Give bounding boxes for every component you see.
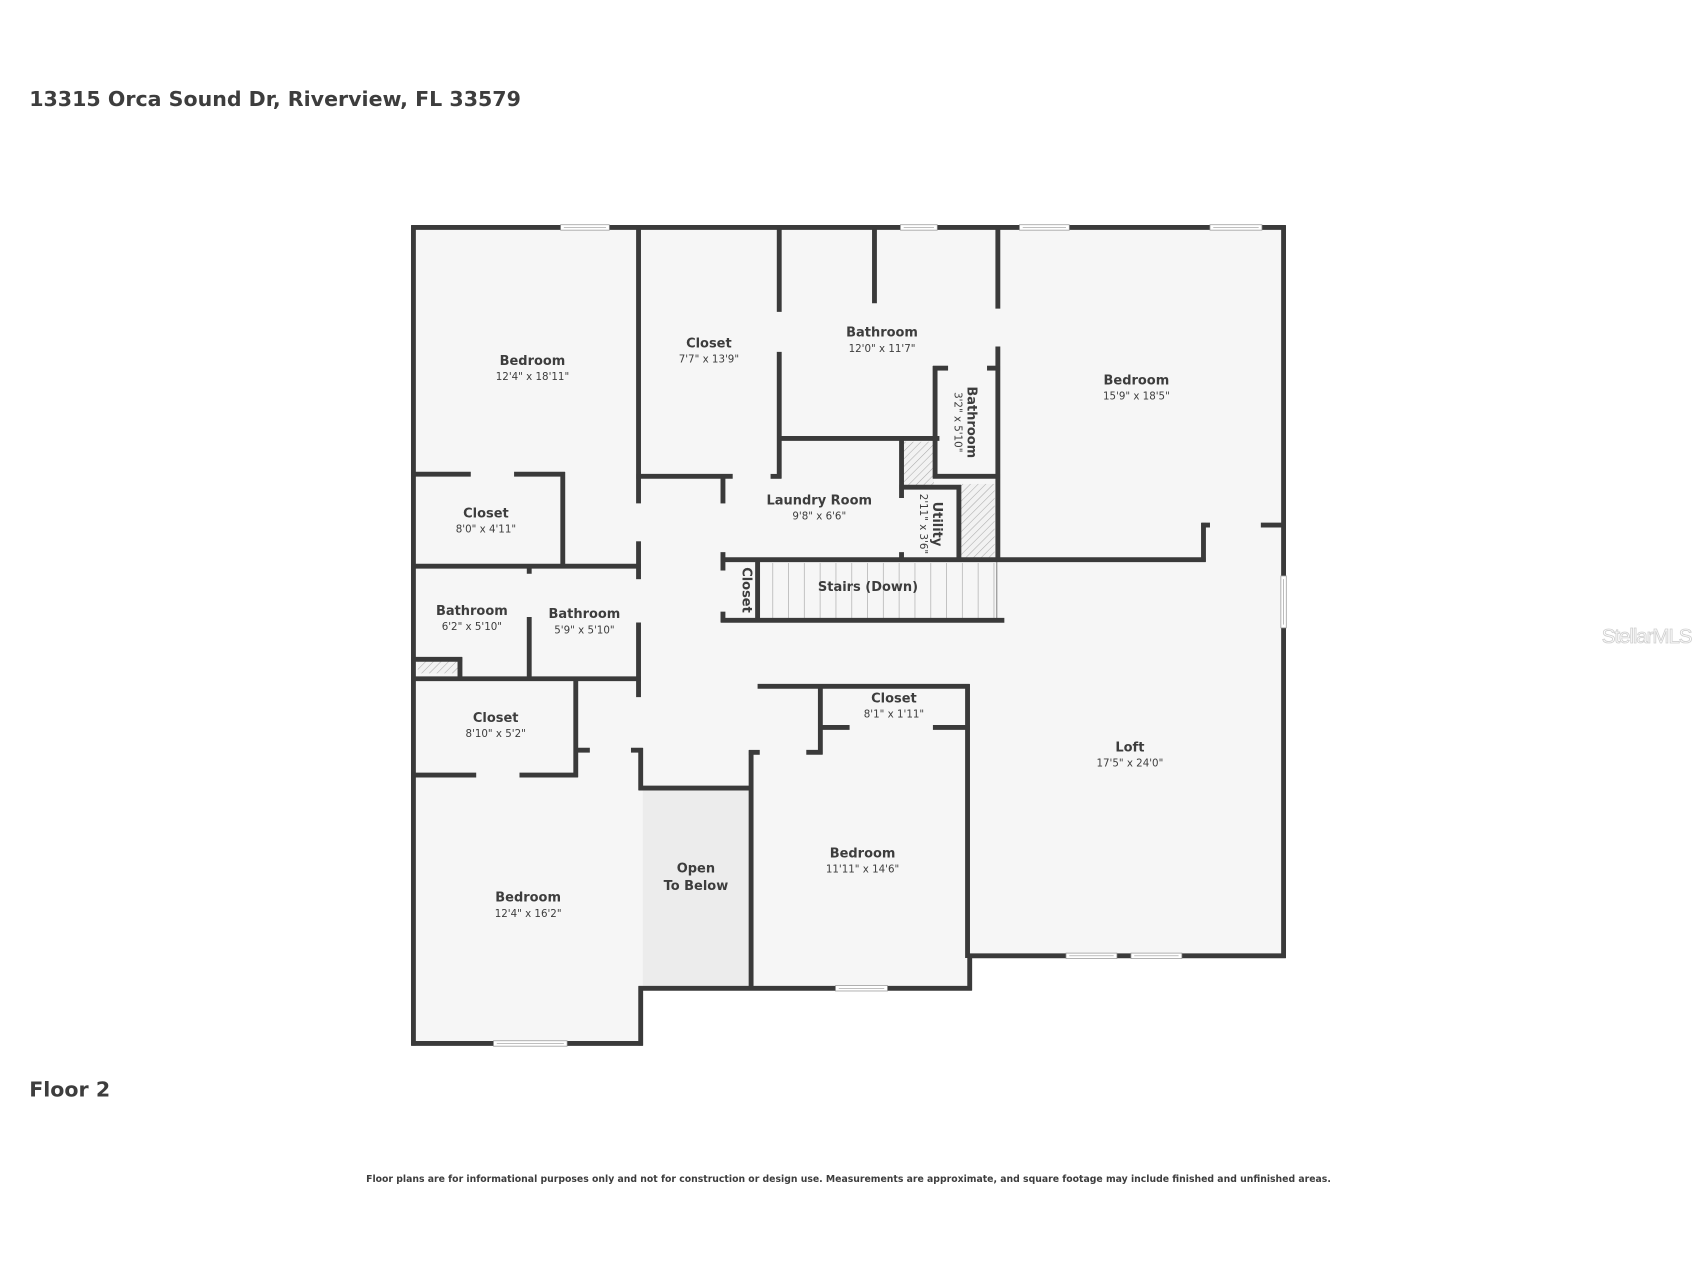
room-label: Closet 8'1" x 1'11" — [864, 692, 924, 721]
window — [1209, 224, 1263, 231]
watermark-logo: StellarMLS — [1602, 625, 1692, 648]
room-label: Loft 17'5" x 24'0" — [1096, 740, 1163, 769]
room-name: Bathroom — [549, 607, 621, 622]
room-label: Laundry Room 9'8" x 6'6" — [767, 494, 872, 523]
window — [900, 224, 938, 231]
address-title: 13315 Orca Sound Dr, Riverview, FL 33579 — [29, 87, 521, 111]
room-label: Bedroom 15'9" x 18'5" — [1103, 373, 1170, 402]
room-name: Bedroom — [500, 354, 566, 369]
floor-label: Floor 2 — [29, 1078, 110, 1102]
room-name: Bathroom — [964, 386, 979, 458]
room-name: Closet — [738, 567, 753, 613]
room-label: Bathroom 6'2" x 5'10" — [436, 604, 508, 633]
room-dimensions: 9'8" x 6'6" — [792, 511, 846, 523]
room-label: Closet — [738, 567, 753, 613]
room-label: Closet 8'0" x 4'11" — [456, 506, 516, 535]
room-label: Open To Below — [664, 861, 729, 893]
room-name: Stairs (Down) — [818, 580, 918, 595]
window — [1065, 952, 1118, 959]
room-name: Bedroom — [1104, 373, 1170, 388]
open-to-below-area — [642, 790, 752, 989]
room-name: Bedroom — [495, 891, 561, 906]
hatched-area — [903, 441, 934, 486]
disclaimer: Floor plans are for informational purpos… — [366, 1174, 1331, 1185]
room-dimensions: 12'4" x 16'2" — [495, 908, 562, 920]
room-dimensions: 12'0" x 11'7" — [849, 343, 916, 355]
floor-area — [413, 227, 1284, 1044]
window — [560, 224, 610, 231]
room-label: Bedroom 12'4" x 16'2" — [495, 891, 562, 920]
room-name: Bathroom — [436, 604, 508, 619]
room-dimensions: 8'10" x 5'2" — [466, 728, 526, 740]
room-name: Utility — [929, 502, 944, 547]
window — [1130, 952, 1183, 959]
room-name: Closet — [871, 692, 917, 707]
window — [1019, 224, 1070, 231]
room-dimensions: 12'4" x 18'11" — [496, 371, 569, 383]
room-name: Loft — [1115, 740, 1144, 755]
room-dimensions: 3'2" x 5'10" — [952, 392, 964, 452]
room-name: Closet — [473, 711, 519, 726]
room-dimensions: 11'11" x 14'6" — [826, 863, 899, 875]
hatched-area — [958, 483, 995, 558]
room-label: Bathroom 12'0" x 11'7" — [846, 326, 918, 355]
room-label: Closet 8'10" x 5'2" — [466, 711, 526, 740]
window — [835, 985, 888, 992]
room-name: Closet — [686, 337, 732, 352]
room-dimensions: 8'0" x 4'11" — [456, 524, 516, 536]
hatched-area — [417, 661, 459, 674]
room-dimensions: 17'5" x 24'0" — [1096, 757, 1163, 769]
room-label: Bedroom 11'11" x 14'6" — [826, 846, 899, 875]
window — [493, 1040, 568, 1047]
room-name: Bathroom — [846, 326, 918, 341]
room-dimensions: 7'7" x 13'9" — [679, 354, 739, 366]
room-label: Closet 7'7" x 13'9" — [679, 337, 739, 366]
room-dimensions: 15'9" x 18'5" — [1103, 391, 1170, 403]
room-dimensions: 2'11" x 3'6" — [917, 494, 929, 554]
room-dimensions: 5'9" x 5'10" — [554, 624, 614, 636]
room-label: Bedroom 12'4" x 18'11" — [496, 354, 569, 383]
room-label: Stairs (Down) — [818, 580, 918, 595]
room-name: Open — [677, 861, 715, 876]
room-dimensions: 6'2" x 5'10" — [442, 621, 502, 633]
room-name: Bedroom — [830, 846, 896, 861]
room-name: Laundry Room — [767, 494, 872, 509]
window — [1280, 575, 1287, 629]
room-name: Closet — [463, 506, 509, 521]
room-label: Bathroom 5'9" x 5'10" — [549, 607, 621, 636]
room-dimensions: 8'1" x 1'11" — [864, 709, 924, 721]
room-name-line2: To Below — [664, 879, 729, 894]
